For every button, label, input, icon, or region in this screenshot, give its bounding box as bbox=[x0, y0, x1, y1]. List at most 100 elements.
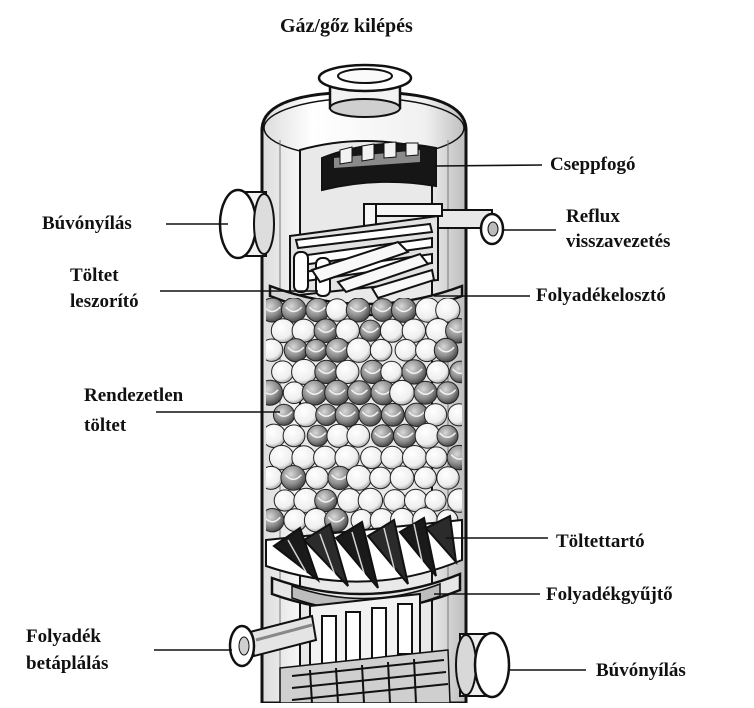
packing-ball bbox=[424, 489, 447, 512]
packing-ring-slot bbox=[396, 432, 414, 439]
packing-ball bbox=[447, 403, 462, 427]
packing-ring-slot bbox=[307, 346, 325, 353]
packing-ring bbox=[314, 359, 339, 384]
label-random-packing-line1: Rendezetlen bbox=[84, 385, 184, 406]
packing-ring-slot bbox=[451, 368, 462, 375]
packing-ball bbox=[380, 445, 405, 470]
packing-ball bbox=[305, 466, 329, 490]
packing-ring-slot bbox=[438, 432, 457, 439]
packing-ball bbox=[413, 466, 437, 490]
packing-ball bbox=[425, 446, 448, 469]
label-liquid-distributor: Folyadékelosztó bbox=[536, 285, 666, 306]
packing-ring-slot bbox=[384, 411, 402, 418]
label-random-packing-line2: töltet bbox=[84, 415, 127, 436]
label-hold-down-line2: leszorító bbox=[70, 291, 139, 312]
packing-ring-slot bbox=[266, 516, 281, 523]
packing-ball bbox=[369, 338, 393, 362]
packing-ring-slot bbox=[350, 389, 368, 395]
packing-ring bbox=[324, 379, 351, 406]
packing-ball bbox=[357, 487, 384, 514]
packing-ring-slot bbox=[309, 432, 327, 439]
label-gas-outlet: Gáz/gőz kilépés bbox=[280, 15, 413, 37]
packing-ball bbox=[282, 381, 306, 405]
packing-ball bbox=[266, 338, 284, 362]
packing-ball bbox=[436, 466, 460, 490]
packing-ring bbox=[306, 424, 329, 447]
packing-ball bbox=[380, 360, 403, 384]
packing-ball bbox=[346, 423, 371, 448]
packing-ball bbox=[426, 360, 450, 384]
packing-ball bbox=[283, 508, 308, 533]
leader-lines bbox=[154, 164, 586, 671]
packing-ring bbox=[433, 337, 459, 363]
label-reflux-line2: visszavezetés bbox=[566, 231, 671, 252]
packing-ring bbox=[334, 402, 360, 428]
packing-ring bbox=[380, 402, 405, 427]
random-packing bbox=[266, 298, 462, 534]
packing-ball bbox=[335, 359, 360, 384]
packing-ring bbox=[283, 338, 308, 363]
packing-ring bbox=[347, 380, 372, 406]
packing-ring-slot bbox=[317, 368, 335, 375]
packing-ball bbox=[273, 489, 296, 512]
packing-ring-slot bbox=[329, 346, 347, 353]
packing-ring-slot bbox=[266, 389, 279, 395]
packing-ring bbox=[325, 337, 351, 363]
packing-ring-slot bbox=[405, 368, 423, 375]
packing-ring bbox=[359, 319, 382, 342]
packing-ring-slot bbox=[439, 389, 457, 395]
packing-ball bbox=[379, 318, 405, 343]
packing-ring bbox=[301, 379, 328, 406]
packing-ring bbox=[371, 424, 395, 448]
packing-ring-slot bbox=[327, 516, 345, 523]
packing-ball bbox=[423, 403, 448, 427]
packing-ball bbox=[389, 379, 415, 406]
lower-distributor bbox=[279, 592, 451, 704]
packing-ring-slot bbox=[361, 411, 379, 418]
packing-ball bbox=[394, 338, 418, 362]
packing-ring-slot bbox=[395, 306, 413, 313]
packing-ring-slot bbox=[328, 389, 346, 395]
packing-ring-slot bbox=[284, 474, 302, 481]
reflux-inlet-pipe bbox=[363, 203, 505, 246]
packing-ring bbox=[446, 444, 462, 471]
packing-ring-slot bbox=[287, 346, 305, 353]
packing-ring-slot bbox=[266, 306, 281, 313]
packing-ring-slot bbox=[317, 327, 335, 333]
manhole-bottom-nozzle bbox=[455, 631, 511, 699]
packing-ball bbox=[346, 465, 372, 491]
packing-ring bbox=[280, 465, 307, 491]
packing-ring bbox=[272, 403, 296, 426]
packing-ring bbox=[413, 380, 438, 405]
packing-ring-slot bbox=[306, 389, 324, 395]
label-hold-down-line1: Töltet bbox=[70, 265, 119, 286]
packing-ring bbox=[345, 298, 371, 323]
packing-ring-slot bbox=[437, 346, 455, 353]
packing-ring bbox=[436, 424, 459, 447]
leader-droplet-separator bbox=[435, 164, 543, 167]
packing-ball bbox=[435, 298, 461, 323]
packing-ring bbox=[315, 403, 338, 426]
packing-ball bbox=[369, 466, 392, 490]
packing-ring-slot bbox=[449, 327, 462, 333]
label-liquid-feed-line2: betáplálás bbox=[26, 653, 109, 674]
packing-ring-slot bbox=[317, 496, 335, 503]
packing-ball bbox=[447, 488, 462, 513]
packing-ball bbox=[360, 446, 384, 470]
packing-ball bbox=[346, 337, 372, 363]
packing-ring-slot bbox=[275, 411, 293, 418]
packing-ring-slot bbox=[338, 411, 356, 418]
packing-ball bbox=[389, 465, 415, 491]
manhole-top-nozzle bbox=[218, 188, 275, 260]
gas-outlet-nozzle bbox=[317, 63, 413, 118]
packing-ring-slot bbox=[363, 368, 382, 375]
liquid-feed-pipe bbox=[228, 614, 318, 668]
packing-ball bbox=[313, 445, 338, 470]
liquid-distributor bbox=[289, 214, 439, 300]
packing-ball bbox=[325, 298, 349, 322]
label-manhole-bottom: Búvónyílás bbox=[596, 660, 686, 681]
packing-ring bbox=[358, 403, 383, 427]
packing-ball bbox=[293, 402, 319, 428]
packing-ring-slot bbox=[361, 327, 379, 333]
label-liquid-collector: Folyadékgyűjtő bbox=[546, 584, 673, 605]
